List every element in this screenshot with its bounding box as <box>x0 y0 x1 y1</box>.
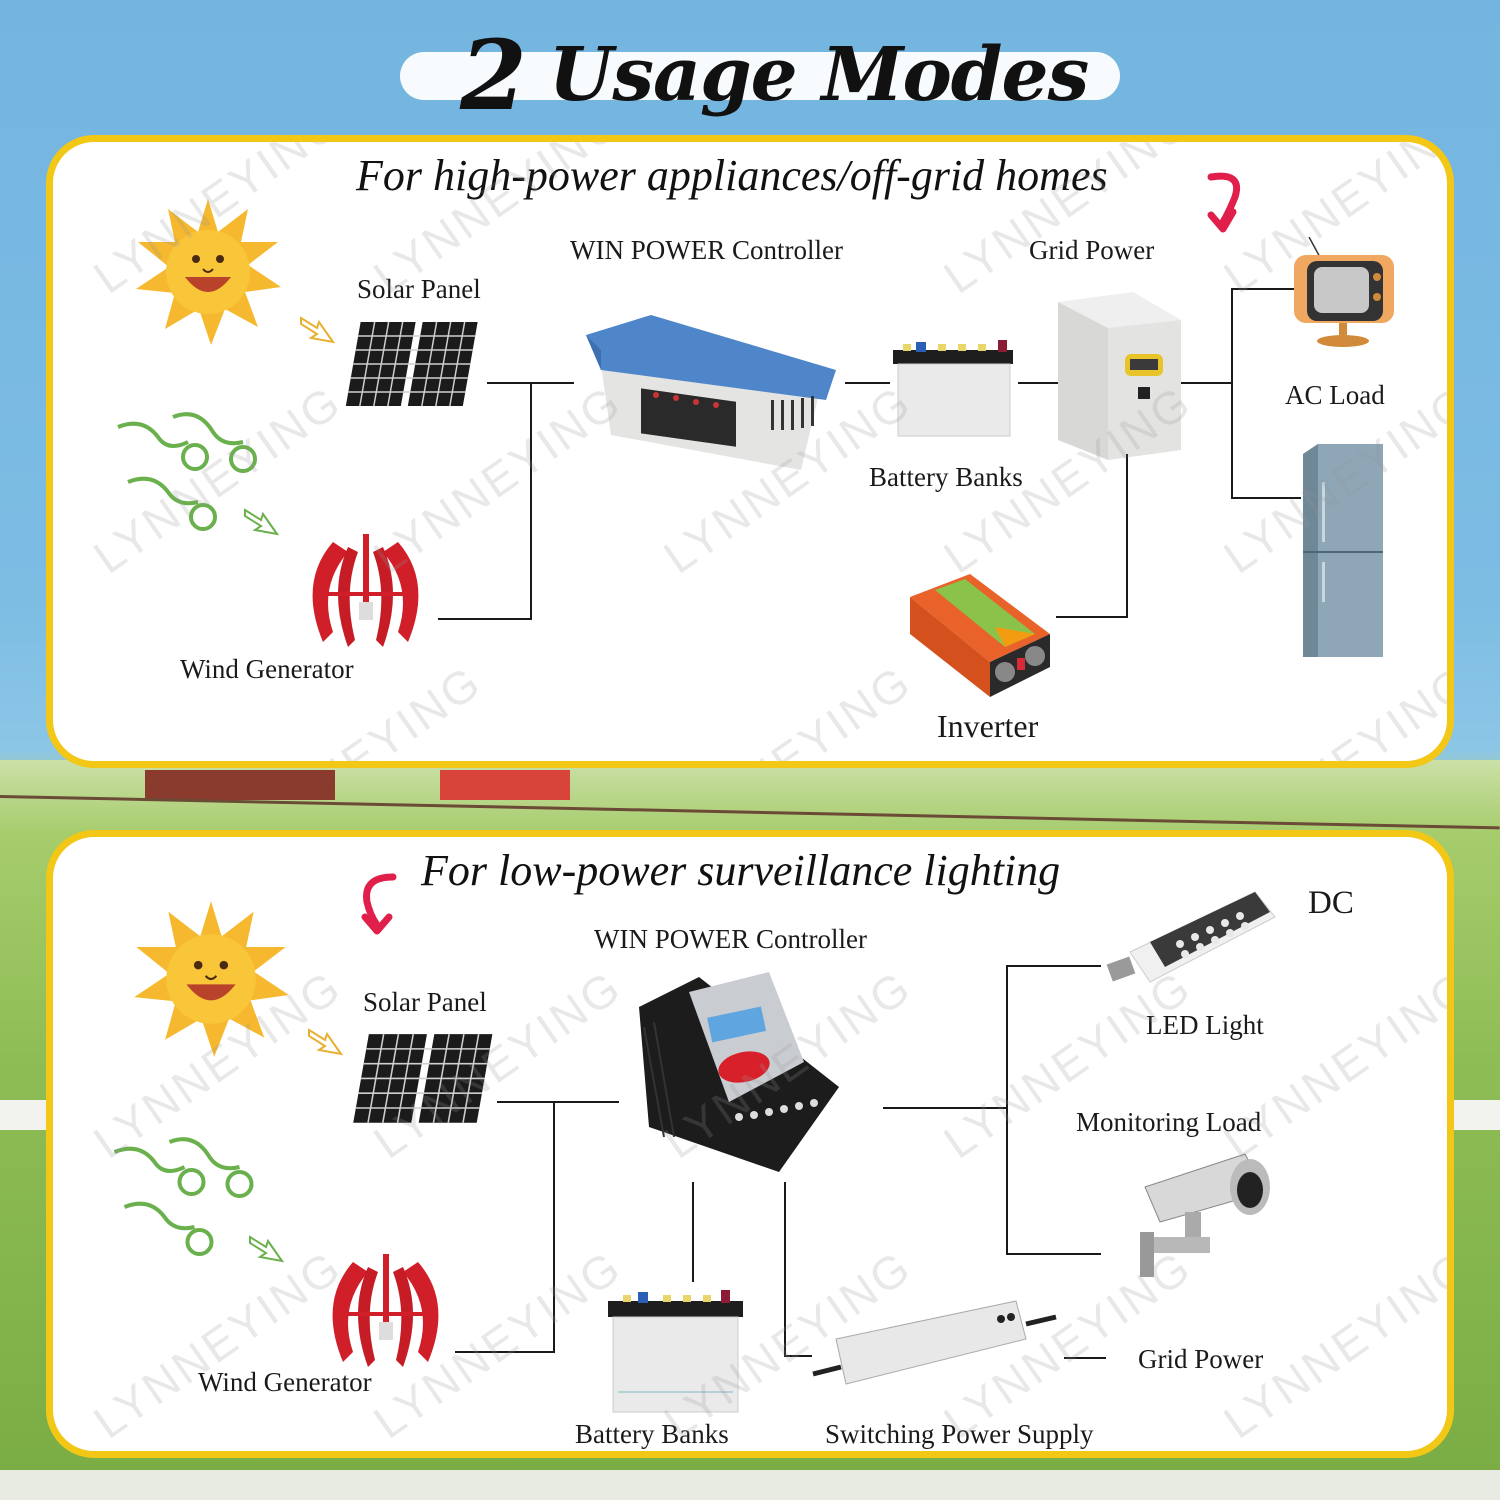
grid-power-cabinet-icon <box>1053 290 1183 462</box>
wire-controller-to-psu <box>784 1355 812 1357</box>
label-switching-power-supply: Switching Power Supply <box>825 1419 1094 1449</box>
sun-icon <box>133 197 283 347</box>
label-solar-panel: Solar Panel <box>363 987 487 1017</box>
label-grid-power: Grid Power <box>1138 1344 1264 1374</box>
sun-icon <box>131 899 291 1059</box>
wire-psu-to-grid <box>1064 1357 1106 1359</box>
title-text: Usage Modes <box>548 32 1089 118</box>
curved-arrow-down-icon <box>353 867 403 937</box>
white-fence-left <box>0 1100 46 1130</box>
solar-panel-icon <box>349 1032 494 1127</box>
refrigerator-icon <box>1298 442 1388 662</box>
label-controller: WIN POWER Controller <box>570 235 843 265</box>
wire-vertical-sources <box>530 382 532 620</box>
wind-solar-controller-icon <box>581 310 841 470</box>
inverter-icon <box>905 572 1055 702</box>
label-grid-power: Grid Power <box>1029 235 1155 265</box>
label-led-light: LED Light <box>1146 1010 1264 1040</box>
wind-turbine-icon <box>293 532 438 657</box>
wire-to-led <box>1006 965 1101 967</box>
wire-battery-to-grid <box>1018 382 1063 384</box>
label-wind-generator: Wind Generator <box>198 1367 372 1397</box>
label-controller: WIN POWER Controller <box>594 924 867 954</box>
wire-controller-to-battery <box>692 1182 694 1282</box>
wind-turbine-icon <box>313 1252 458 1377</box>
green-arrow-icon <box>243 502 283 538</box>
panel1-subtitle: For high-power appliances/off-grid homes <box>356 151 1108 200</box>
label-battery-banks: Battery Banks <box>869 462 1023 492</box>
title-number: 2 <box>460 18 527 132</box>
wire-controller-to-loads <box>883 1107 1008 1109</box>
tv-icon <box>1289 237 1399 352</box>
wire-controller-to-battery <box>845 382 890 384</box>
security-camera-icon <box>1135 1152 1275 1282</box>
barn <box>440 770 570 800</box>
wire-to-tv <box>1231 288 1296 290</box>
wire-grid-to-loads <box>1181 382 1233 384</box>
green-arrow-icon <box>248 1229 288 1265</box>
wire-grid-to-inverter-vertical <box>1126 454 1128 618</box>
charge-controller-icon <box>629 967 854 1177</box>
wire-controller-to-psu-vertical <box>784 1182 786 1357</box>
wind-gust-icon <box>107 1132 262 1262</box>
white-fence-bottom <box>0 1470 1500 1500</box>
switching-power-supply-icon <box>811 1299 1061 1394</box>
wire-solar-to-controller <box>497 1101 619 1103</box>
curved-arrow-down-icon <box>1203 167 1253 237</box>
page-title: 2 Usage Modes <box>460 18 1140 132</box>
panel2-subtitle: For low-power surveillance lighting <box>421 846 1061 895</box>
panel-high-power-mode: For high-power appliances/off-grid homes <box>46 135 1454 768</box>
battery-icon <box>888 338 1018 438</box>
yellow-arrow-icon <box>299 310 339 346</box>
wire-dc-bus-vertical <box>1006 965 1008 1255</box>
wire-vertical-sources <box>553 1101 555 1353</box>
label-monitoring-load: Monitoring Load <box>1076 1107 1262 1137</box>
wire-to-fridge <box>1231 497 1301 499</box>
title-cloud <box>400 52 1120 100</box>
led-light-icon <box>1105 882 1280 992</box>
label-inverter: Inverter <box>937 708 1039 744</box>
label-wind-generator: Wind Generator <box>180 654 354 684</box>
solar-panel-icon <box>343 320 478 410</box>
barn-shed <box>145 770 335 800</box>
label-solar-panel: Solar Panel <box>357 274 481 304</box>
panel-low-power-mode: For low-power surveillance lighting Sola… <box>46 830 1454 1458</box>
wire-wind-to-junction <box>455 1351 555 1353</box>
label-ac-load: AC Load <box>1285 380 1385 410</box>
wire-ac-bus-vertical <box>1231 288 1233 498</box>
white-fence-right <box>1454 1100 1500 1130</box>
watermark: LYNNEYING <box>654 654 922 768</box>
wire-grid-to-inverter <box>1056 616 1128 618</box>
label-battery-banks: Battery Banks <box>575 1419 729 1449</box>
watermark: LYNNEYING <box>84 1239 352 1449</box>
wind-gust-icon <box>113 407 263 537</box>
wire-to-camera <box>1006 1253 1101 1255</box>
wire-wind-to-junction <box>438 618 532 620</box>
yellow-arrow-icon <box>307 1022 347 1058</box>
watermark: LYNNEYING <box>1214 654 1454 768</box>
label-dc: DC <box>1308 885 1354 921</box>
battery-icon <box>603 1287 748 1417</box>
